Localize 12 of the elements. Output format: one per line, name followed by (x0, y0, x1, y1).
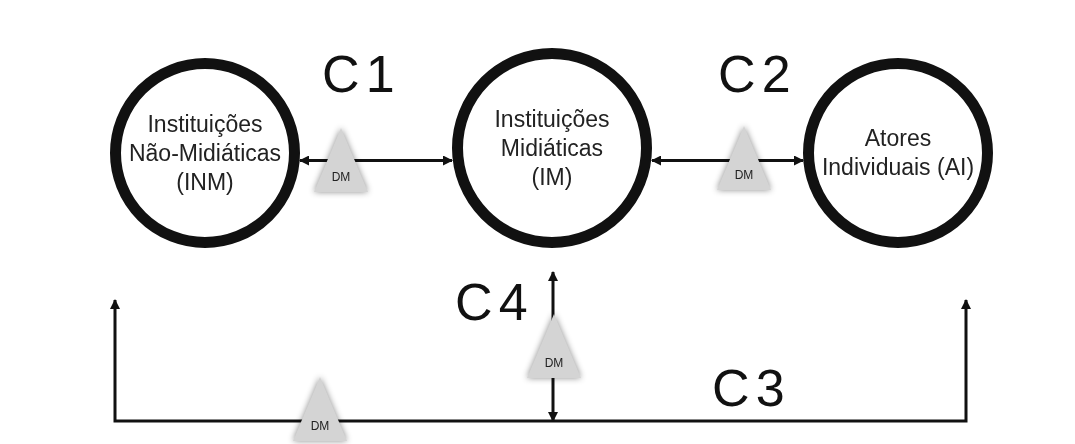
triangle-label: DM (309, 420, 331, 432)
double-arrow (110, 299, 971, 423)
edge-label: C3 (712, 362, 791, 414)
triangle-label: DM (543, 357, 565, 369)
triangle-label: DM (733, 169, 755, 181)
node-label: Instituições Não-Midiáticas (INM) (127, 109, 283, 197)
edge-label: C1 (322, 48, 401, 100)
edge-label: C4 (455, 276, 534, 328)
triangle-label: DM (330, 171, 352, 183)
edge-label: C2 (718, 48, 797, 100)
node-label: Atores Individuais (AI) (820, 124, 976, 182)
node-label: Instituições Midiáticas (IM) (493, 104, 611, 192)
